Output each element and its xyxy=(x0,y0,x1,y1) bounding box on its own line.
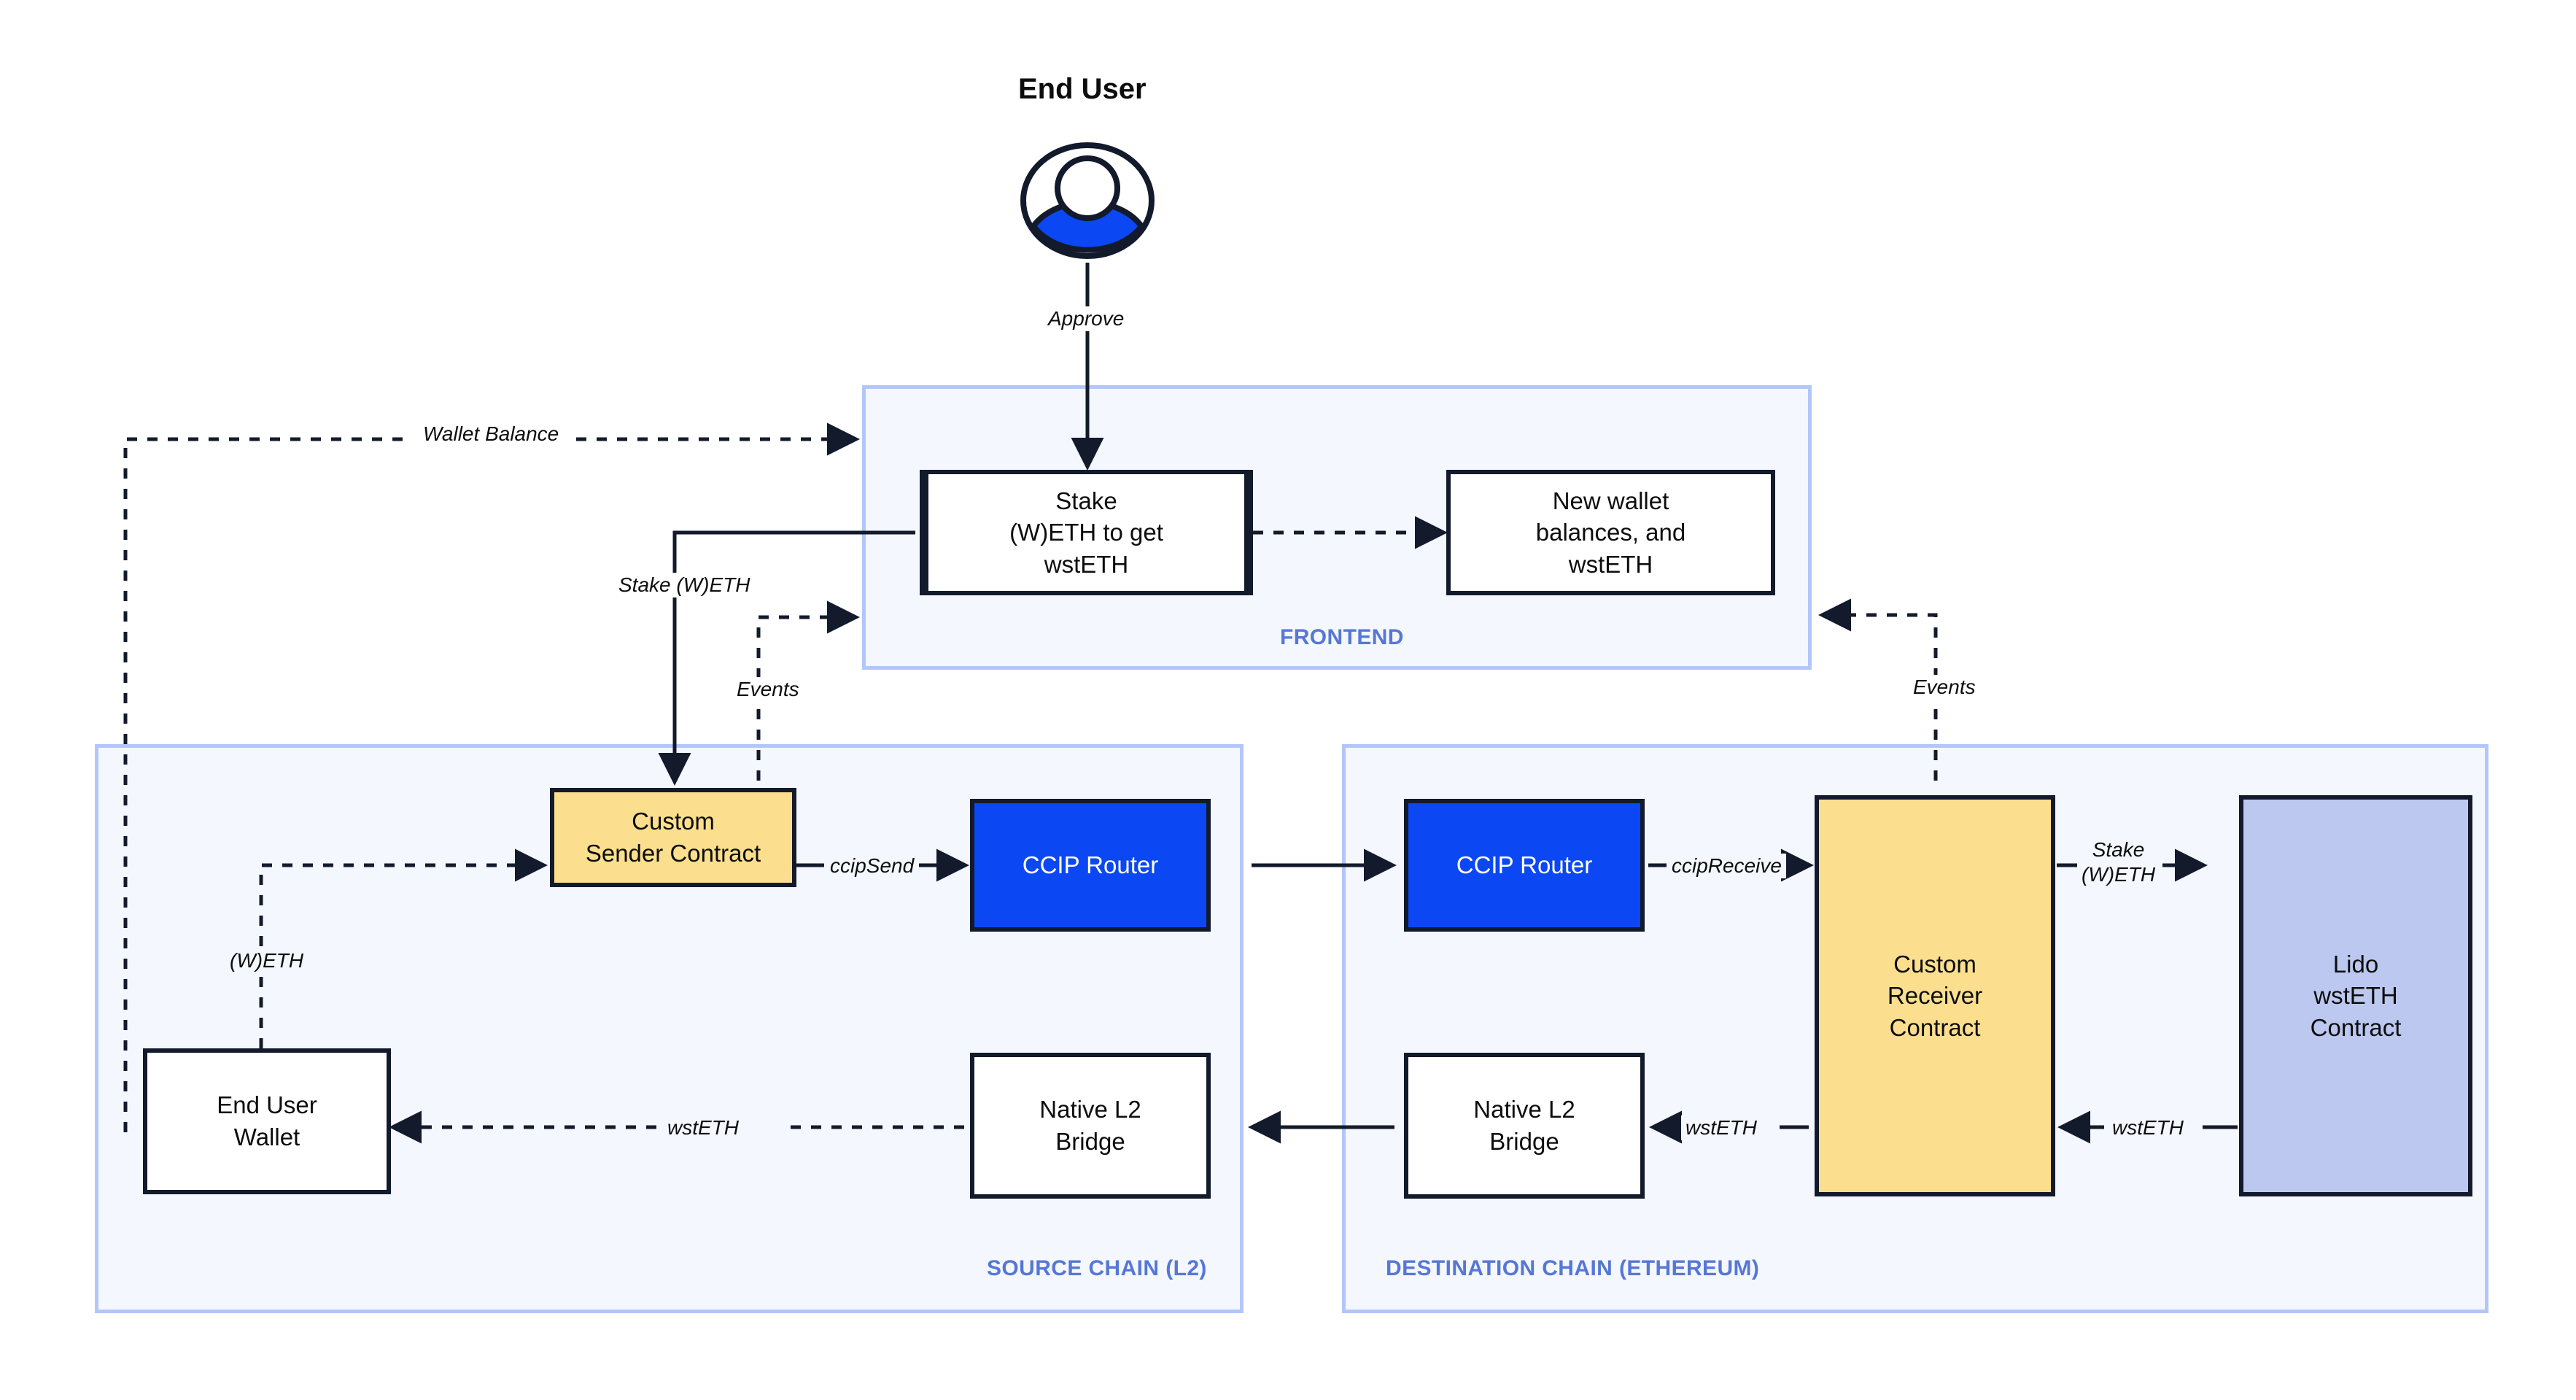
node-native-l2-bridge-destination[interactable]: Native L2 Bridge xyxy=(1404,1053,1645,1199)
edge-label-wsteth-bridge: wstETH xyxy=(1681,1115,1761,1141)
edge-events-destination xyxy=(1817,598,1938,781)
node-ccip-router-destination[interactable]: CCIP Router xyxy=(1404,799,1645,932)
edge-label-events-destination: Events xyxy=(1906,675,1983,700)
node-label: Custom Receiver Contract xyxy=(1887,950,1983,1041)
zone-label-destination-chain: DESTINATION CHAIN (ETHEREUM) xyxy=(1386,1256,1760,1280)
page-title: End User xyxy=(1018,73,1147,105)
edge-label-events-source: Events xyxy=(729,677,807,703)
node-label: CCIP Router xyxy=(1022,851,1159,879)
node-custom-sender-contract[interactable]: Custom Sender Contract xyxy=(550,788,796,887)
edge-label-ccipsend: ccipSend xyxy=(826,854,919,879)
edge-label-stake-weth-destination: Stake (W)ETH xyxy=(2077,838,2160,888)
zone-label-source-chain: SOURCE CHAIN (L2) xyxy=(987,1256,1207,1280)
node-label: Lido wstETH Contract xyxy=(2310,950,2402,1041)
edge-label-approve: Approve xyxy=(1048,306,1125,332)
node-ccip-router-source[interactable]: CCIP Router xyxy=(970,799,1211,932)
node-label: Stake (W)ETH to get wstETH xyxy=(1009,487,1163,578)
node-label: Native L2 Bridge xyxy=(1473,1096,1575,1155)
edge-label-weth-in: (W)ETH xyxy=(222,948,311,974)
node-new-balances[interactable]: New wallet balances, and wstETH xyxy=(1446,470,1775,595)
node-native-l2-bridge-source[interactable]: Native L2 Bridge xyxy=(970,1053,1211,1199)
edge-stake-weth xyxy=(658,530,915,786)
zone-label-frontend: FRONTEND xyxy=(1280,625,1404,649)
node-label: New wallet balances, and wstETH xyxy=(1535,487,1686,578)
edge-label-wallet-balance: Wallet Balance xyxy=(413,422,570,447)
edge-weth-in xyxy=(259,848,548,1048)
edge-events-source xyxy=(756,600,861,781)
node-stake-form[interactable]: Stake (W)ETH to get wstETH xyxy=(920,470,1253,595)
node-label: Native L2 Bridge xyxy=(1039,1096,1141,1155)
edge-label-ccipreceive: ccipReceive xyxy=(1667,854,1786,879)
node-lido-wsteth-contract[interactable]: Lido wstETH Contract xyxy=(2239,795,2472,1196)
edge-label-stake-weth: Stake (W)ETH xyxy=(611,573,758,598)
edge-label-wsteth-lido: wstETH xyxy=(2108,1115,2188,1141)
edge-wallet-balance xyxy=(123,422,861,1132)
node-label: End User Wallet xyxy=(217,1091,317,1150)
edge-label-wsteth-wallet: wstETH xyxy=(660,1115,746,1141)
node-label: CCIP Router xyxy=(1456,851,1593,879)
node-label: Custom Sender Contract xyxy=(585,808,761,867)
node-end-user-wallet[interactable]: End User Wallet xyxy=(143,1048,391,1194)
node-custom-receiver-contract[interactable]: Custom Receiver Contract xyxy=(1815,795,2055,1196)
